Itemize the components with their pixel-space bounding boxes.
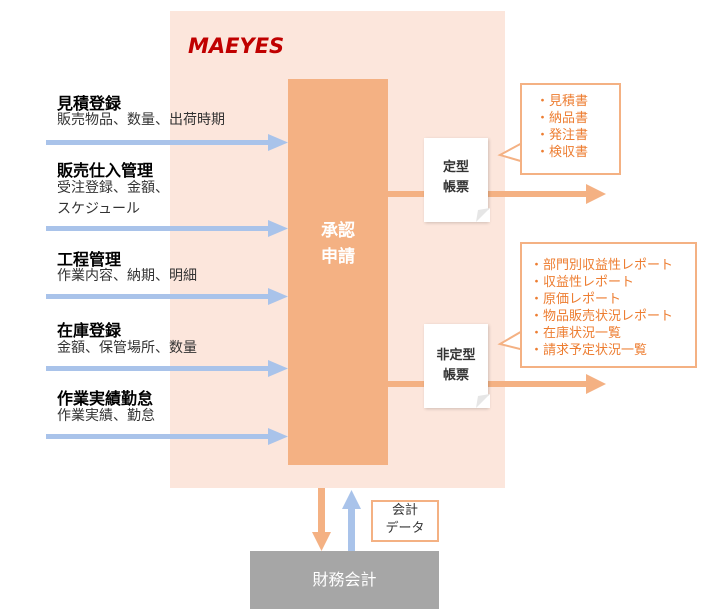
- list-item: 原価レポート: [530, 291, 695, 308]
- input-title-sales: 販売仕入管理: [57, 161, 154, 180]
- input-title-process: 工程管理: [57, 250, 122, 269]
- list-item: 部門別収益性レポート: [530, 257, 695, 274]
- input-desc-sales: 受注登録、金額、 スケジュール: [57, 180, 169, 217]
- finance-down-arrow: [312, 488, 331, 551]
- financial-accounting-label: 財務会計: [312, 570, 377, 589]
- accounting-up-arrow: [342, 490, 361, 551]
- fixed-report-list: 見積書 納品書 発注書 検収書: [536, 93, 619, 161]
- list-item: 見積書: [536, 93, 619, 110]
- nonfixed-report-list: 部門別収益性レポート 収益性レポート 原価レポート 物品販売状況レポート 在庫状…: [530, 257, 695, 359]
- list-item: 収益性レポート: [530, 274, 695, 291]
- input-title-estimate: 見積登録: [57, 94, 122, 113]
- accounting-data-box: [371, 500, 439, 542]
- nonfixed-report-document: [424, 324, 488, 408]
- fixed-report-document: [424, 138, 488, 222]
- maeyes-logo: MAEYES: [188, 34, 284, 58]
- list-item: 発注書: [536, 127, 619, 144]
- nonfixed-report-callout: 部門別収益性レポート 収益性レポート 原価レポート 物品販売状況レポート 在庫状…: [520, 242, 697, 368]
- input-desc-inventory: 金額、保管場所、数量: [57, 340, 197, 356]
- approval-process: [288, 79, 388, 465]
- input-title-attendance: 作業実績勤怠: [57, 389, 154, 408]
- logo-text: MAEYES: [188, 34, 284, 58]
- list-item: 請求予定状況一覧: [530, 342, 695, 359]
- nonfixed-report-label: 非定型 帳票: [436, 348, 476, 383]
- fixed-report-label: 定型 帳票: [442, 160, 469, 195]
- list-item: 検収書: [536, 144, 619, 161]
- input-desc-process: 作業内容、納期、明細: [57, 268, 197, 284]
- financial-accounting-box: [250, 551, 439, 609]
- page-curl-icon: [476, 394, 490, 408]
- approval-label: 承認 申請: [321, 221, 355, 267]
- input-desc-estimate: 販売物品、数量、出荷時期: [57, 112, 225, 128]
- list-item: 物品販売状況レポート: [530, 308, 695, 325]
- fixed-report-callout: 見積書 納品書 発注書 検収書: [520, 83, 621, 175]
- list-item: 在庫状況一覧: [530, 325, 695, 342]
- page-curl-icon: [476, 208, 490, 222]
- list-item: 納品書: [536, 110, 619, 127]
- accounting-data-label: 会計 データ: [385, 503, 425, 536]
- input-title-inventory: 在庫登録: [57, 321, 122, 340]
- input-desc-attendance: 作業実績、勤怠: [57, 408, 155, 424]
